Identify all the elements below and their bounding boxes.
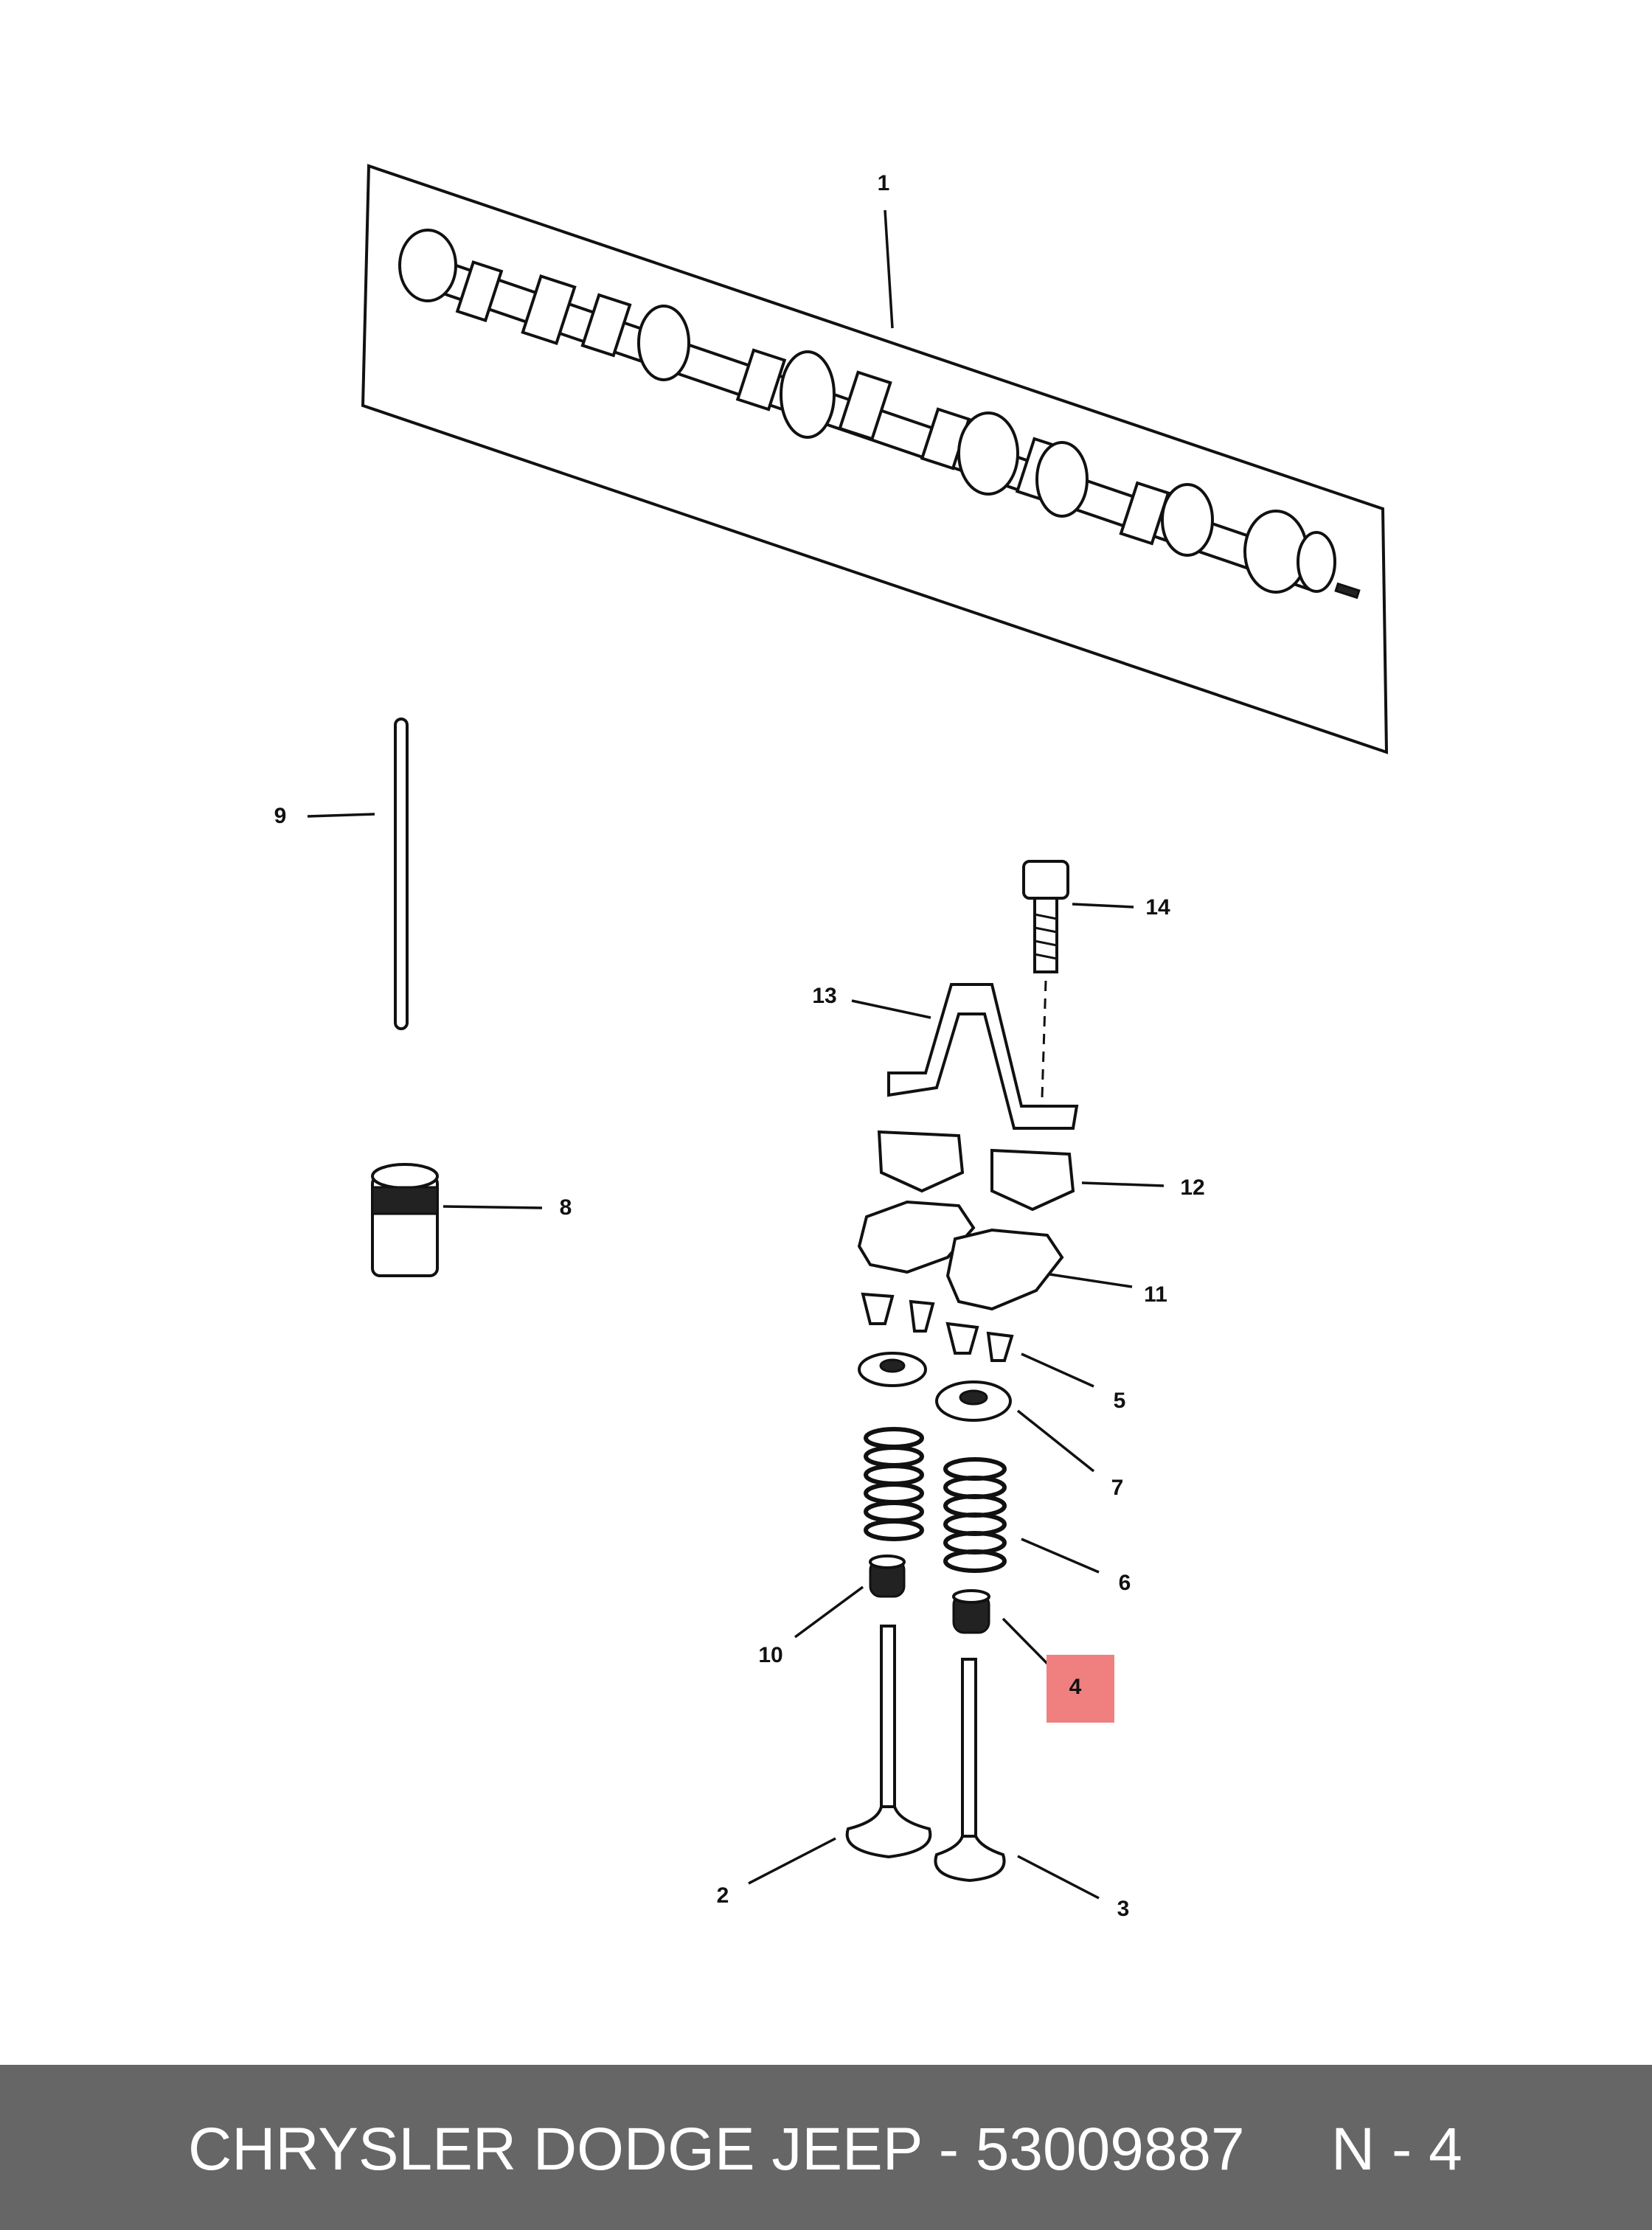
callout-6: 6 — [1119, 1571, 1131, 1595]
callout-5: 5 — [1114, 1389, 1126, 1413]
footer-bar: CHRYSLER DODGE JEEP - 53009887 N - 4 — [0, 2065, 1652, 2230]
callout-4: 4 — [1069, 1675, 1082, 1699]
callout-9: 9 — [274, 804, 287, 828]
callout-1: 1 — [878, 171, 890, 195]
callout-13: 13 — [812, 984, 836, 1008]
highlight-box-4 — [1047, 1655, 1114, 1723]
spring-retainers: 7 — [858, 1352, 1124, 1500]
callout-8: 8 — [560, 1195, 572, 1220]
callout-10: 10 — [758, 1643, 782, 1667]
valve-springs: 6 — [864, 1427, 1131, 1595]
camshaft-assembly: 1 — [361, 164, 1389, 754]
footer-title: CHRYSLER DODGE JEEP - 53009887 — [188, 2116, 1245, 2183]
callout-2: 2 — [717, 1883, 729, 1908]
callout-12: 12 — [1180, 1175, 1204, 1200]
rocker-pivots: 12 — [877, 1130, 1205, 1212]
tappet: 8 — [371, 1163, 572, 1277]
bolt: 14 — [1022, 860, 1170, 1122]
rocker-arms: 11 — [857, 1200, 1167, 1311]
callout-7: 7 — [1111, 1476, 1124, 1500]
push-rod: 9 — [274, 718, 409, 1030]
rocker-bridge: 13 — [812, 983, 1079, 1130]
footer-code: N - 4 — [1331, 2116, 1462, 2183]
valves: 2 3 — [717, 1625, 1130, 1921]
callout-3: 3 — [1117, 1897, 1130, 1921]
valve-locks: 5 — [861, 1292, 1126, 1413]
valve-seals: 10 4 — [758, 1555, 1114, 1723]
callout-11: 11 — [1144, 1282, 1167, 1307]
camshaft-panel — [361, 164, 1389, 754]
callout-14: 14 — [1145, 895, 1170, 920]
parts-diagram: 1 9 8 14 13 12 — [274, 164, 1389, 1921]
